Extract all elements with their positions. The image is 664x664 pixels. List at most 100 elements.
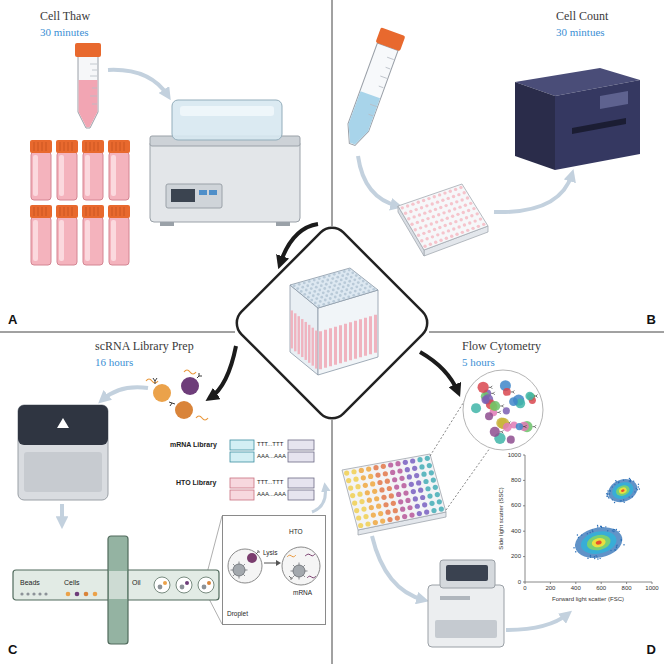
well: [385, 510, 390, 515]
droplet-inset-shape: [305, 571, 308, 572]
sequence: TTT...TTT: [257, 441, 283, 448]
well: [320, 296, 323, 299]
density-cluster: [592, 529, 594, 531]
well: [352, 294, 355, 297]
well: [313, 279, 316, 282]
well: [414, 228, 417, 231]
conical-tube: [92, 70, 97, 71]
duration: 5 hours: [462, 356, 495, 369]
well: [431, 508, 436, 513]
density-cluster: [618, 482, 620, 484]
well-column: [308, 325, 310, 363]
cryovial: [86, 207, 87, 216]
density-cluster: [606, 496, 608, 498]
well: [376, 504, 381, 509]
sample-frame: [230, 221, 434, 425]
density-cluster: [632, 496, 634, 498]
well: [433, 228, 436, 231]
library-bar: [288, 452, 314, 462]
well: [455, 233, 458, 236]
tick-label: 400: [511, 528, 521, 535]
well: [469, 202, 472, 205]
well: [449, 190, 452, 193]
well: [325, 283, 328, 286]
well: [306, 284, 309, 287]
well: [363, 514, 368, 519]
cryovial: [82, 205, 104, 265]
well: [422, 502, 427, 507]
hashtagged-cells: [153, 373, 202, 406]
well: [308, 280, 311, 283]
library-bar: [230, 440, 314, 500]
well: [420, 206, 423, 209]
density-cluster: [618, 481, 620, 483]
cryovial: [56, 205, 78, 265]
well: [429, 243, 432, 246]
cryovial: [30, 205, 52, 265]
stained-cell: [485, 412, 493, 420]
panel-divider: [0, 332, 235, 333]
well: [403, 490, 408, 495]
cryovial: [116, 142, 117, 151]
cryovial: [108, 205, 130, 218]
well: [393, 508, 398, 513]
well: [338, 272, 341, 275]
plot-axis: [525, 582, 652, 583]
cryovial: [90, 207, 91, 216]
droplet-inset: DropletLysisHTOmRNA: [222, 515, 326, 625]
density-cluster: [613, 531, 615, 533]
cryovial: [31, 152, 51, 200]
density-cluster: [599, 558, 601, 560]
well: [351, 469, 356, 474]
microfluidic-chip-shape: [32, 592, 35, 595]
well: [457, 193, 460, 196]
well: [355, 285, 358, 288]
droplet-inset-shape: [233, 564, 245, 576]
well: [448, 209, 451, 212]
panel-letter: B: [647, 313, 656, 328]
well: [337, 298, 340, 301]
well: [450, 202, 453, 205]
sequence: AAA...AAA: [257, 491, 286, 498]
well: [313, 290, 316, 293]
droplet-inset-shape: [293, 565, 295, 567]
droplet-inset-shape: [228, 549, 262, 583]
tick-label: 1000: [645, 585, 658, 592]
well: [345, 288, 348, 291]
well: [322, 291, 325, 294]
well: [331, 277, 334, 280]
tick: [523, 480, 525, 481]
cryovial: [30, 140, 52, 200]
well: [329, 297, 332, 300]
cryovial: [109, 152, 129, 200]
conical-tube: [92, 88, 97, 89]
cryovial: [90, 142, 91, 151]
well: [417, 457, 422, 462]
microfluidic-chip-shape: [207, 581, 211, 585]
well-column: [374, 315, 377, 353]
microfluidic-chip-shape: [13, 570, 219, 600]
well: [403, 460, 408, 465]
cryovial: [108, 140, 130, 153]
well: [389, 493, 394, 498]
well: [303, 293, 306, 296]
well: [434, 208, 437, 211]
density-cluster: [635, 488, 637, 490]
tick-label: 400: [571, 585, 581, 592]
well: [441, 231, 444, 234]
density-cluster: [633, 480, 635, 482]
water-bath: [180, 106, 274, 116]
well: [380, 518, 385, 523]
well: [356, 515, 361, 520]
cryovial: [72, 142, 73, 151]
library-bar: [230, 452, 254, 462]
cryovial: [72, 207, 73, 216]
density-cluster: [589, 532, 591, 534]
well: [467, 209, 470, 212]
well: [317, 293, 320, 296]
density-cluster: [615, 484, 632, 498]
axis-label: Side light scatter (SSC): [498, 487, 505, 549]
density-cluster: [609, 490, 611, 492]
microfluidic-chip-shape: [185, 581, 189, 585]
